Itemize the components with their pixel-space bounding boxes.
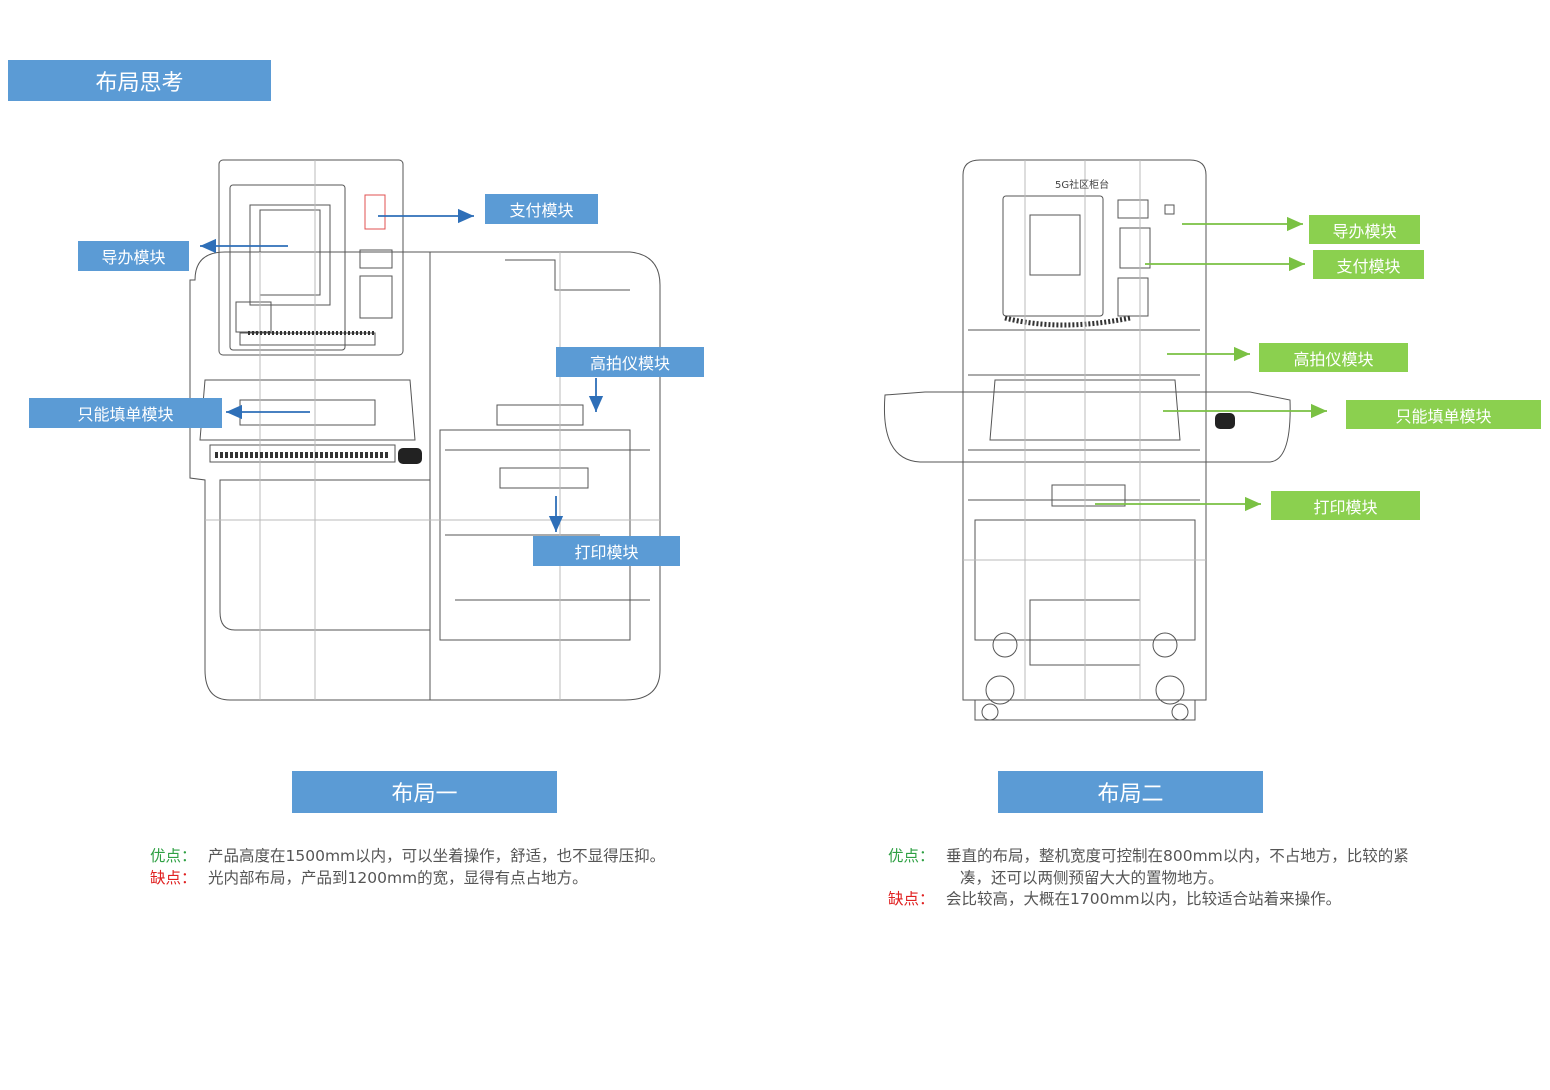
kiosk-one-wireframe — [189, 159, 661, 701]
header-banner: 布局思考 — [8, 60, 271, 101]
caption-layout-two: 布局二 — [998, 771, 1263, 813]
label-scanner-module-one: 高拍仪模块 — [556, 347, 704, 377]
label-form-module-one: 只能填单模块 — [29, 398, 222, 428]
label-payment-module-two: 支付模块 — [1313, 250, 1424, 279]
label-scanner-module-two: 高拍仪模块 — [1259, 343, 1408, 372]
cons-row-two: 缺点： 会比较高，大概在1700mm以内，比较适合站着来操作。 — [888, 889, 1528, 911]
cons-key-one: 缺点： — [150, 868, 197, 887]
notes-layout-two: 优点： 垂直的布局，整机宽度可控制在800mm以内，不占地方，比较的紧 凑，还可… — [888, 846, 1528, 911]
pros-text-two-line2: 凑，还可以两侧预留大大的置物地方。 — [960, 868, 1224, 887]
label-print-module-two: 打印模块 — [1271, 491, 1420, 520]
label-form-module-two: 只能填单模块 — [1346, 400, 1541, 429]
cons-row-one: 缺点： 光内部布局，产品到1200mm的宽，显得有点占地方。 — [150, 868, 790, 890]
cons-key-two: 缺点： — [888, 890, 935, 908]
caption-layout-one: 布局一 — [292, 771, 557, 813]
kiosk-two-wireframe — [883, 159, 1291, 721]
pros-text-two-line1: 垂直的布局，整机宽度可控制在800mm以内，不占地方，比较的紧 — [946, 847, 1409, 865]
kiosk-two-arrows — [1095, 216, 1327, 512]
kiosk-one-arrows — [200, 208, 604, 532]
label-print-module-one: 打印模块 — [533, 536, 680, 566]
pros-row-one: 优点： 产品高度在1500mm以内，可以坐着操作，舒适，也不显得压抑。 — [150, 846, 790, 868]
pros-text-one: 产品高度在1500mm以内，可以坐着操作，舒适，也不显得压抑。 — [208, 847, 666, 865]
pros-row-two-cont: 凑，还可以两侧预留大大的置物地方。 — [888, 868, 1528, 890]
kiosk-two-model-label: 5G社区柜台 — [1055, 178, 1109, 191]
cons-text-two: 会比较高，大概在1700mm以内，比较适合站着来操作。 — [946, 890, 1342, 908]
pros-row-two: 优点： 垂直的布局，整机宽度可控制在800mm以内，不占地方，比较的紧 — [888, 846, 1528, 868]
notes-layout-one: 优点： 产品高度在1500mm以内，可以坐着操作，舒适，也不显得压抑。 缺点： … — [150, 846, 790, 889]
label-payment-module-one: 支付模块 — [485, 194, 598, 224]
cons-text-one: 光内部布局，产品到1200mm的宽，显得有点占地方。 — [208, 868, 588, 887]
header-title: 布局思考 — [95, 70, 184, 96]
pros-key-two: 优点： — [888, 847, 935, 865]
label-guide-module-two: 导办模块 — [1309, 215, 1420, 244]
pros-key-one: 优点： — [150, 847, 197, 865]
label-guide-module-one: 导办模块 — [78, 241, 189, 271]
